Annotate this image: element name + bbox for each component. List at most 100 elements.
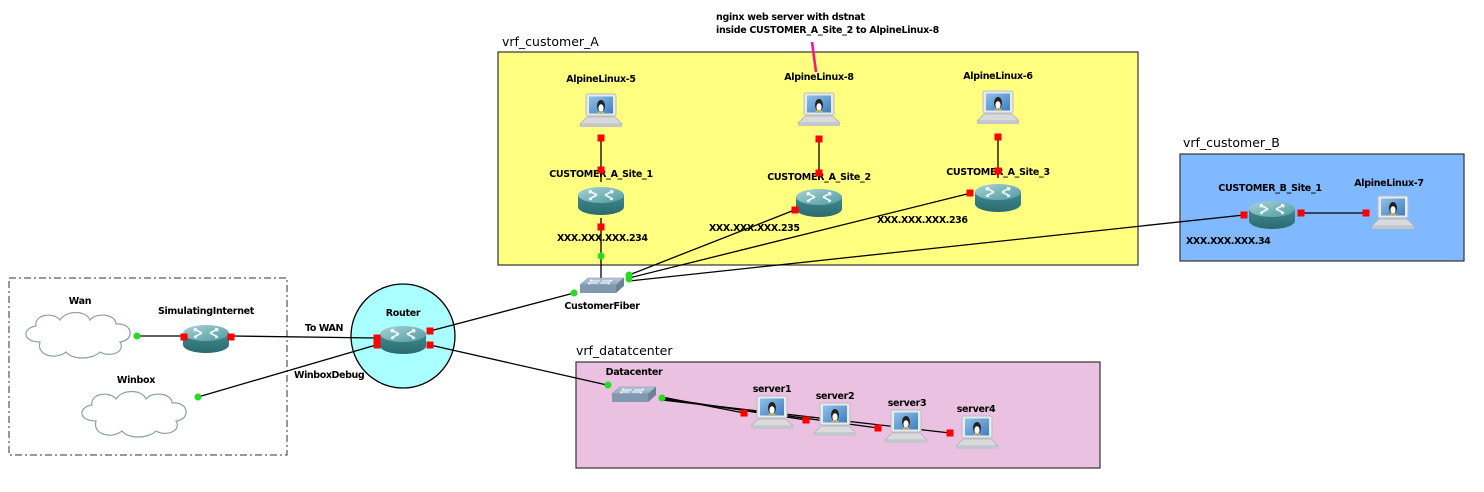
- link-siminternet-router[interactable]: [230, 335, 377, 339]
- linux-host-icon: [579, 93, 623, 128]
- note-connector-line: [810, 41, 818, 73]
- node-wan[interactable]: Wan: [25, 296, 131, 359]
- port-down-indicator: [791, 206, 799, 214]
- node-server2[interactable]: server2: [813, 391, 857, 437]
- port-up-indicator: [604, 381, 612, 389]
- port-down-indicator: [966, 189, 974, 197]
- node-alpinelinux-7[interactable]: AlpineLinux-7: [1354, 178, 1424, 230]
- router-icon: [379, 325, 427, 355]
- node-label: AlpineLinux-5: [566, 74, 636, 85]
- switch-icon: [579, 277, 625, 294]
- port-down-indicator: [597, 223, 605, 231]
- node-label: Wan: [69, 296, 92, 307]
- port-down-indicator: [802, 416, 810, 424]
- link-router-customerfiber[interactable]: [429, 292, 575, 332]
- port-down-indicator: [815, 169, 823, 177]
- port-down-indicator: [426, 341, 434, 349]
- node-customer-b-site-1[interactable]: CUSTOMER_B_Site_1: [1218, 183, 1322, 230]
- link-label-site3-ip: XXX.XXX.XXX.236: [877, 215, 968, 226]
- node-label: Router: [386, 308, 421, 319]
- port-down-indicator: [994, 167, 1002, 175]
- node-customerfiber[interactable]: CustomerFiber: [564, 277, 641, 312]
- cloud-icon: [25, 311, 131, 359]
- router-icon: [974, 183, 1022, 213]
- node-label: CUSTOMER_B_Site_1: [1218, 183, 1321, 194]
- node-datacenter[interactable]: Datacenter: [606, 367, 663, 403]
- link-site2-customerfiber[interactable]: [628, 210, 793, 276]
- node-customer-a-site-1[interactable]: CUSTOMER_A_Site_1: [549, 169, 653, 216]
- zone-customer-b[interactable]: vrf_customer_B: [1179, 135, 1465, 262]
- node-label: AlpineLinux-7: [1354, 178, 1424, 189]
- port-down-indicator: [1362, 209, 1370, 217]
- node-label: AlpineLinux-6: [963, 71, 1033, 82]
- linux-host-icon: [1371, 195, 1415, 230]
- zone-dashed-wan-group: [8, 277, 288, 456]
- linux-host-icon: [797, 92, 841, 127]
- zone-customer-a[interactable]: vrf_customer_A: [497, 34, 1139, 266]
- port-down-indicator: [740, 409, 748, 417]
- linux-host-icon: [813, 402, 857, 437]
- node-label: CUSTOMER_A_Site_2: [767, 172, 871, 183]
- port-down-indicator: [373, 334, 381, 342]
- port-down-indicator: [1297, 209, 1305, 217]
- node-label: AlpineLinux-8: [784, 72, 854, 83]
- zone-customer-a-label: vrf_customer_A: [502, 34, 599, 49]
- router-icon: [577, 186, 625, 216]
- port-down-indicator: [180, 333, 188, 341]
- zone-datacenter-label: vrf_datatcenter: [576, 343, 673, 358]
- node-winbox[interactable]: Winbox: [81, 375, 187, 438]
- port-down-indicator: [946, 429, 954, 437]
- linux-host-icon: [955, 415, 999, 450]
- node-alpinelinux-6[interactable]: AlpineLinux-6: [963, 71, 1034, 125]
- link-label-winbox-debug: WinboxDebug: [294, 370, 364, 381]
- link-label-bsite1-ip: XXX.XXX.XXX.34: [1186, 236, 1271, 247]
- link-router-datacenter[interactable]: [429, 344, 608, 386]
- link-bsite1-customerfiber[interactable]: [628, 214, 1245, 282]
- cloud-icon: [81, 390, 187, 438]
- port-up-indicator: [597, 252, 605, 260]
- linux-host-icon: [976, 90, 1020, 125]
- link-label-site2-ip: XXX.XXX.XXX.235: [709, 223, 800, 234]
- node-router[interactable]: Router: [379, 308, 427, 355]
- zone-customer-b-label: vrf_customer_B: [1183, 135, 1280, 150]
- port-down-indicator: [1240, 211, 1248, 219]
- note-line-1: nginx web server with dstnat: [716, 12, 865, 23]
- router-icon: [1248, 200, 1296, 230]
- node-label: CUSTOMER_A_Site_1: [549, 169, 653, 180]
- link-site3-customerfiber[interactable]: [628, 192, 972, 279]
- node-label: SimulatingInternet: [158, 306, 255, 317]
- link-winbox-router[interactable]: [197, 344, 377, 398]
- port-down-indicator: [874, 424, 882, 432]
- node-label: server2: [816, 391, 855, 402]
- linux-host-icon: [750, 395, 794, 430]
- node-label: server4: [957, 404, 996, 415]
- port-down-indicator: [426, 327, 434, 335]
- port-up-indicator: [133, 332, 141, 340]
- router-icon: [795, 188, 843, 218]
- zone-customer-a-box: [497, 51, 1139, 266]
- node-server4[interactable]: server4: [955, 404, 999, 450]
- port-up-indicator: [570, 289, 578, 297]
- annotation-note[interactable]: nginx web server with dstnat inside CUST…: [716, 12, 940, 36]
- port-up-indicator: [658, 394, 666, 402]
- node-label: Winbox: [117, 375, 155, 386]
- zone-customer-b-box: [1179, 153, 1465, 262]
- node-server3[interactable]: server3: [884, 398, 928, 444]
- node-alpinelinux-8[interactable]: AlpineLinux-8: [784, 72, 855, 127]
- node-label: server1: [753, 384, 792, 395]
- node-customer-a-site-2[interactable]: CUSTOMER_A_Site_2: [767, 172, 871, 218]
- node-label: CustomerFiber: [564, 301, 640, 312]
- node-simulatinginternet[interactable]: SimulatingInternet: [158, 306, 255, 354]
- node-label: Datacenter: [606, 367, 663, 378]
- node-alpinelinux-5[interactable]: AlpineLinux-5: [566, 74, 636, 128]
- node-server1[interactable]: server1: [750, 384, 794, 430]
- port-down-indicator: [227, 333, 235, 341]
- port-indicators: [133, 133, 1370, 437]
- port-down-indicator: [373, 341, 381, 349]
- linux-host-icon: [884, 409, 928, 444]
- port-down-indicator: [994, 133, 1002, 141]
- link-label-site1-ip: XXX.XXX.XXX.234: [557, 233, 648, 244]
- router-icon: [182, 324, 230, 354]
- port-up-indicator: [194, 393, 202, 401]
